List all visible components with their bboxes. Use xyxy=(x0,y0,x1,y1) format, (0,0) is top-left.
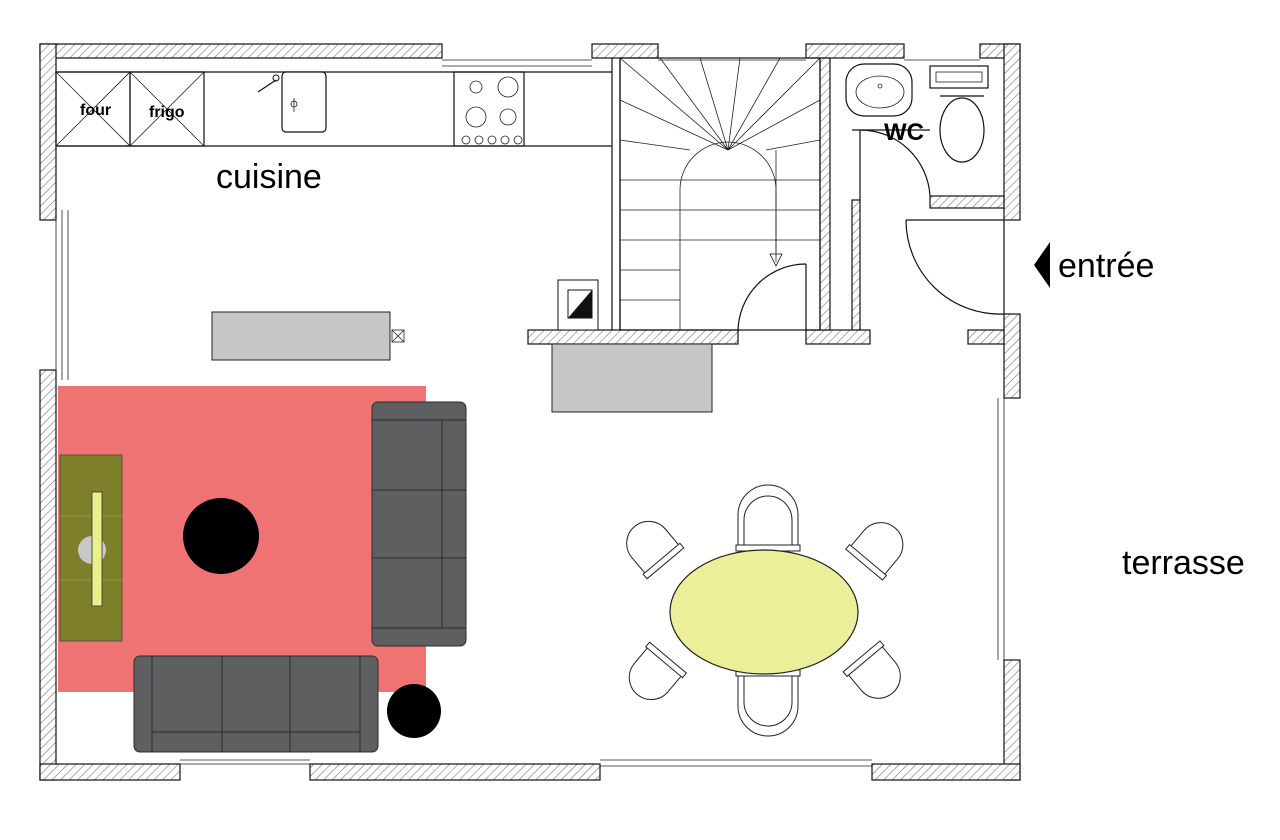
bar-counter xyxy=(551,343,713,413)
coffee-table xyxy=(183,498,259,574)
dining-table xyxy=(669,549,859,675)
windows xyxy=(55,59,1005,767)
wc-label: WC xyxy=(884,119,924,146)
fridge-label: frigo xyxy=(149,104,185,121)
side-table xyxy=(387,684,441,738)
exterior-walls xyxy=(39,43,1021,781)
interior-walls xyxy=(527,57,1005,345)
kitchen-label: cuisine xyxy=(216,158,322,196)
duct xyxy=(557,279,599,331)
kitchen-island xyxy=(211,311,391,361)
stair-door xyxy=(737,263,807,333)
cooktop xyxy=(453,71,525,147)
sofa-right xyxy=(371,401,467,647)
oven-label: four xyxy=(80,102,111,119)
staircase xyxy=(619,57,821,331)
tv-unit xyxy=(59,454,123,642)
sofa-bottom xyxy=(133,655,379,753)
entry-door xyxy=(905,219,1005,315)
terrace-label: terrasse xyxy=(1122,544,1245,582)
entry-label: entrée xyxy=(1058,247,1154,285)
entry-arrow-icon xyxy=(1034,242,1050,288)
dining-chairs xyxy=(626,484,904,737)
sink xyxy=(281,71,327,133)
kitchen-counter: four frigo xyxy=(55,71,612,147)
wc-room xyxy=(845,63,989,200)
